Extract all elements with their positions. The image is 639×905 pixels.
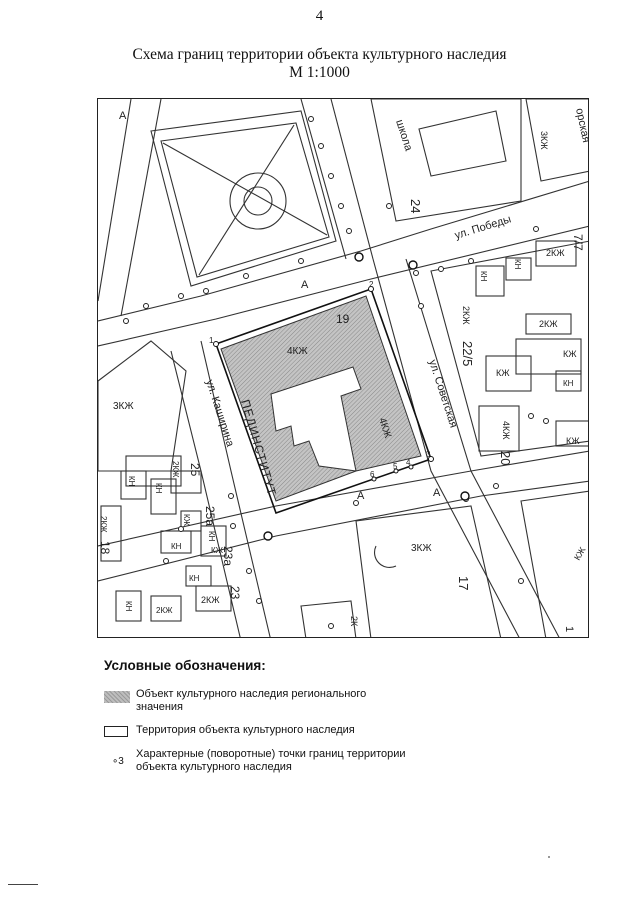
- building-label: КЖ: [572, 545, 588, 562]
- building-letter: А: [357, 490, 365, 502]
- point-label: 3: [426, 450, 431, 459]
- building-label: 3КЖ: [113, 401, 134, 412]
- house-number-19: 19: [336, 312, 350, 326]
- boundary-point-4: [408, 464, 414, 470]
- legend-text: Объект культурного наследия региональног…: [136, 688, 367, 700]
- building-label: КН: [207, 531, 216, 542]
- building-label: КН: [563, 379, 574, 388]
- building-label: КЖ: [563, 349, 577, 359]
- house-number-23: 23: [228, 586, 242, 600]
- building-label: КН: [513, 259, 522, 270]
- building-label: 2КЖ: [99, 516, 108, 533]
- school-label: школа: [393, 118, 415, 153]
- legend-title: Условные обозначения:: [104, 658, 266, 673]
- street-label-pobedy: ул. Победы: [453, 213, 512, 242]
- heritage-building: [220, 295, 422, 502]
- street-edge: [330, 99, 374, 260]
- boundary-point-1: [213, 341, 219, 347]
- boundary-point-5: [393, 468, 399, 474]
- building-letter: А: [301, 279, 309, 291]
- building-label: КН: [171, 542, 182, 551]
- square-inner: [160, 122, 330, 278]
- building-label: 2КЖ: [546, 248, 565, 258]
- building-label: 2КЖ: [461, 306, 471, 325]
- boundary-point-2: [368, 286, 374, 292]
- street-edge: [300, 99, 347, 260]
- point-label: 4: [406, 458, 411, 467]
- house-number-25: 25: [188, 463, 202, 477]
- house-number-20: 20: [498, 451, 513, 465]
- scan-dot: [548, 856, 550, 858]
- legend: Условные обозначения: Объект культурного…: [104, 658, 544, 773]
- point-label: 6: [370, 470, 375, 479]
- street-label-sovetskaya: ул. Советская: [426, 358, 459, 429]
- building-label: 2КЖ: [201, 595, 220, 605]
- map-frame: 1 2 3 4 5 6 А А А А школа 3КЖ: [97, 98, 589, 638]
- building-label: КН: [127, 476, 136, 487]
- building-label: КЖ: [182, 514, 191, 527]
- building-label: 2КЖ: [171, 461, 180, 478]
- building-letter: А: [433, 487, 441, 499]
- building-label: 3КЖ: [411, 543, 432, 554]
- street-edge: [120, 99, 162, 317]
- boundary-point-3: [428, 456, 434, 462]
- building-label: 2К: [349, 616, 359, 627]
- building-label: КН: [479, 271, 488, 282]
- house-number-7-7: 7/7: [571, 234, 585, 251]
- house-number-22-5: 22/5: [460, 341, 475, 366]
- roundabout: [229, 172, 287, 230]
- house-number-24: 24: [408, 199, 423, 213]
- house-number-18: 18: [98, 541, 112, 555]
- title-line-1: Схема границ территории объекта культурн…: [132, 46, 507, 63]
- point-label: 1: [209, 336, 214, 345]
- point-label: 5: [393, 462, 398, 471]
- building-letter: А: [119, 110, 127, 122]
- house-number-17: 17: [456, 576, 471, 590]
- scan-line: [8, 884, 38, 885]
- building-label: 2КЖ: [539, 319, 558, 329]
- legend-text: Территория объекта культурного наследия: [136, 724, 355, 736]
- building-label: КН: [124, 601, 133, 612]
- page-title: Схема границ территории объекта культурн…: [0, 46, 639, 82]
- building-label: КЖ: [211, 546, 224, 555]
- building-label: 4КЖ: [501, 421, 511, 440]
- legend-text: значения: [136, 701, 184, 713]
- building-label: 4КЖ: [287, 346, 308, 357]
- building-label: КН: [189, 574, 200, 583]
- house-number-23a: 23а: [221, 546, 235, 566]
- building-label: КЖ: [566, 436, 580, 446]
- legend-text: Характерные (поворотные) точки границ те…: [136, 748, 406, 760]
- point-label: 2: [369, 280, 374, 289]
- building-label: 2КЖ: [156, 606, 173, 615]
- legend-text: объекта культурного наследия: [136, 761, 292, 773]
- house-number-1: 1: [563, 626, 575, 632]
- building-label: КЖ: [496, 368, 510, 378]
- building-label: КН: [154, 483, 163, 494]
- point-icon: ∘3: [112, 756, 124, 767]
- hatched-area-icon: [104, 691, 130, 703]
- outline-rect-icon: [104, 726, 128, 737]
- street-label-korsakova: орская: [573, 107, 589, 144]
- page-number: 4: [315, 8, 324, 24]
- boundary-map: 1 2 3 4 5 6 А А А А школа 3КЖ: [98, 99, 589, 637]
- boundary-point-6: [371, 476, 377, 482]
- street-edge: [98, 99, 132, 302]
- house-number-25a: 25а: [203, 506, 217, 526]
- title-scale: М 1:1000: [289, 64, 350, 81]
- building-label: 3КЖ: [539, 131, 549, 150]
- square-park: [150, 110, 337, 287]
